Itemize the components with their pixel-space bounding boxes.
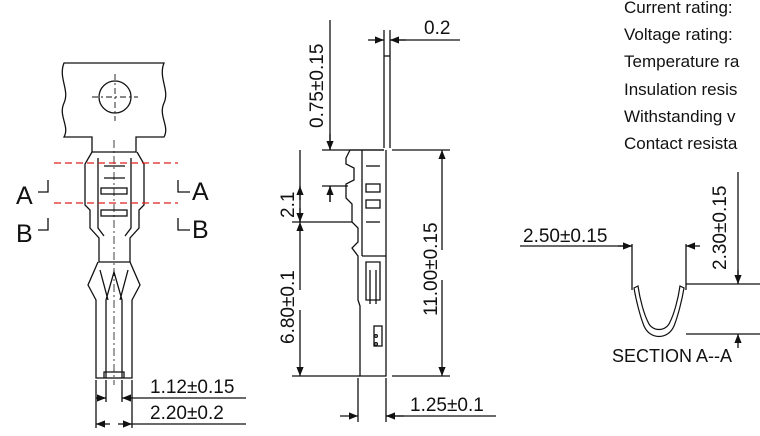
section-dim-width: 2.50±0.15	[523, 226, 607, 247]
carrier-strip	[61, 62, 167, 153]
dim-contact: 6.80±0.1	[278, 270, 299, 344]
tab	[383, 56, 391, 148]
section-label-a-right: A	[192, 178, 209, 206]
section-label-b-right: B	[192, 216, 209, 244]
dim-width-inner: 1.12±0.15	[150, 377, 234, 398]
section-view	[520, 172, 760, 348]
section-label-b-left: B	[16, 220, 33, 248]
section-dim-height: 2.30±0.15	[710, 186, 731, 270]
spec-voltage-rating: Voltage rating:	[624, 25, 733, 44]
dim-thickness: 0.2	[424, 18, 450, 39]
dim-crimp: 2.1	[278, 192, 299, 218]
front-view	[38, 62, 246, 428]
section-label-a-left: A	[16, 182, 33, 210]
spec-insulation-resistance: Insulation resis	[624, 80, 738, 99]
section-profile	[633, 285, 685, 338]
spec-temperature-range: Temperature ra	[624, 52, 740, 71]
contact-section	[87, 261, 141, 379]
crimp-barrel	[84, 151, 145, 263]
dim-tab: 0.75±0.15	[307, 44, 328, 128]
section-title: SECTION A--A	[612, 346, 732, 366]
spec-current-rating: Current rating:	[624, 0, 733, 17]
dim-depth: 1.25±0.1	[410, 395, 484, 416]
spec-withstanding-voltage: Withstanding v	[624, 107, 736, 126]
dim-total: 11.00±0.15	[421, 222, 442, 316]
side-view	[292, 20, 496, 422]
spec-contact-resistance: Contact resista	[624, 134, 738, 153]
dim-width-outer: 2.20±0.2	[150, 403, 224, 424]
